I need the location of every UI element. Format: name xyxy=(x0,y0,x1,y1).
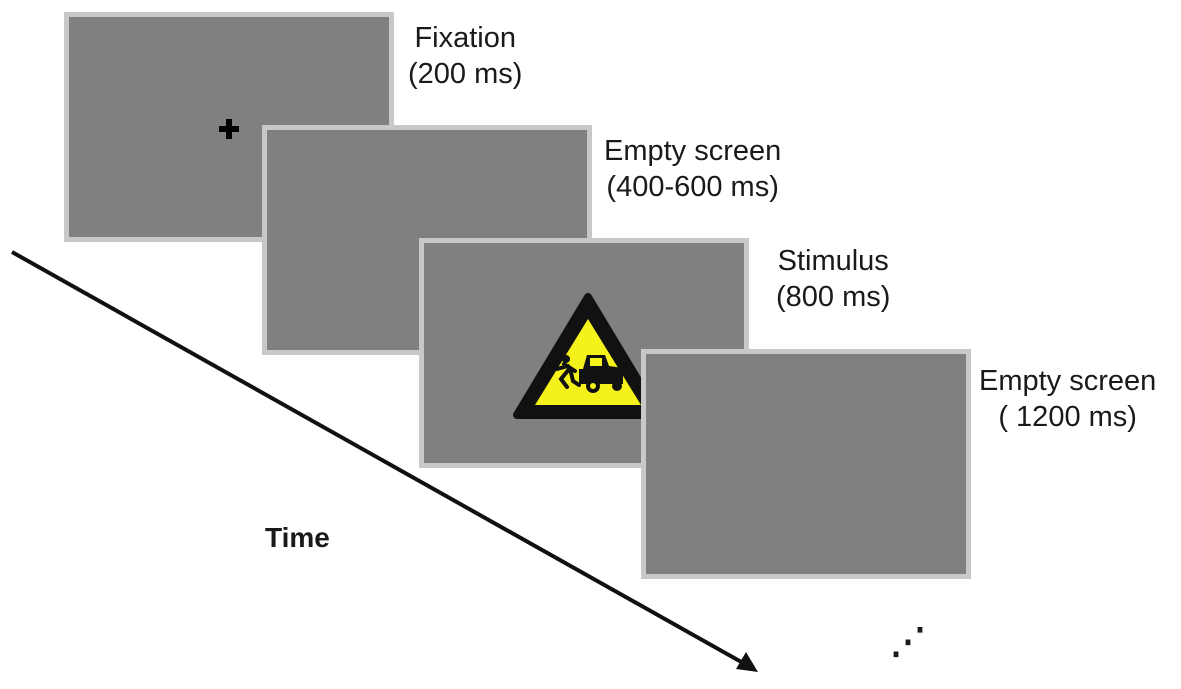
step-duration: (400-600 ms) xyxy=(606,171,779,203)
step-title: Stimulus xyxy=(777,245,889,277)
continuation-ellipsis: ⋰ xyxy=(890,620,926,661)
pedestrian-vehicle-warning-sign-icon xyxy=(513,293,663,419)
fixation-label: Fixation (200 ms) xyxy=(408,20,522,92)
arrowhead-icon xyxy=(736,652,758,672)
step-duration: ( 1200 ms) xyxy=(998,401,1137,433)
step-title: Empty screen xyxy=(979,365,1157,397)
empty-screen-2 xyxy=(641,349,971,579)
empty-screen-1-label: Empty screen (400-600 ms) xyxy=(604,133,781,205)
time-axis-label: Time xyxy=(265,522,330,553)
step-duration: (800 ms) xyxy=(776,281,891,313)
step-title: Fixation xyxy=(414,22,516,54)
step-title: Empty screen xyxy=(604,135,782,167)
step-duration: (200 ms) xyxy=(408,58,523,90)
empty-screen-2-label: Empty screen ( 1200 ms) xyxy=(979,363,1156,435)
fixation-cross-icon xyxy=(219,119,239,139)
stimulus-label: Stimulus (800 ms) xyxy=(776,243,890,315)
